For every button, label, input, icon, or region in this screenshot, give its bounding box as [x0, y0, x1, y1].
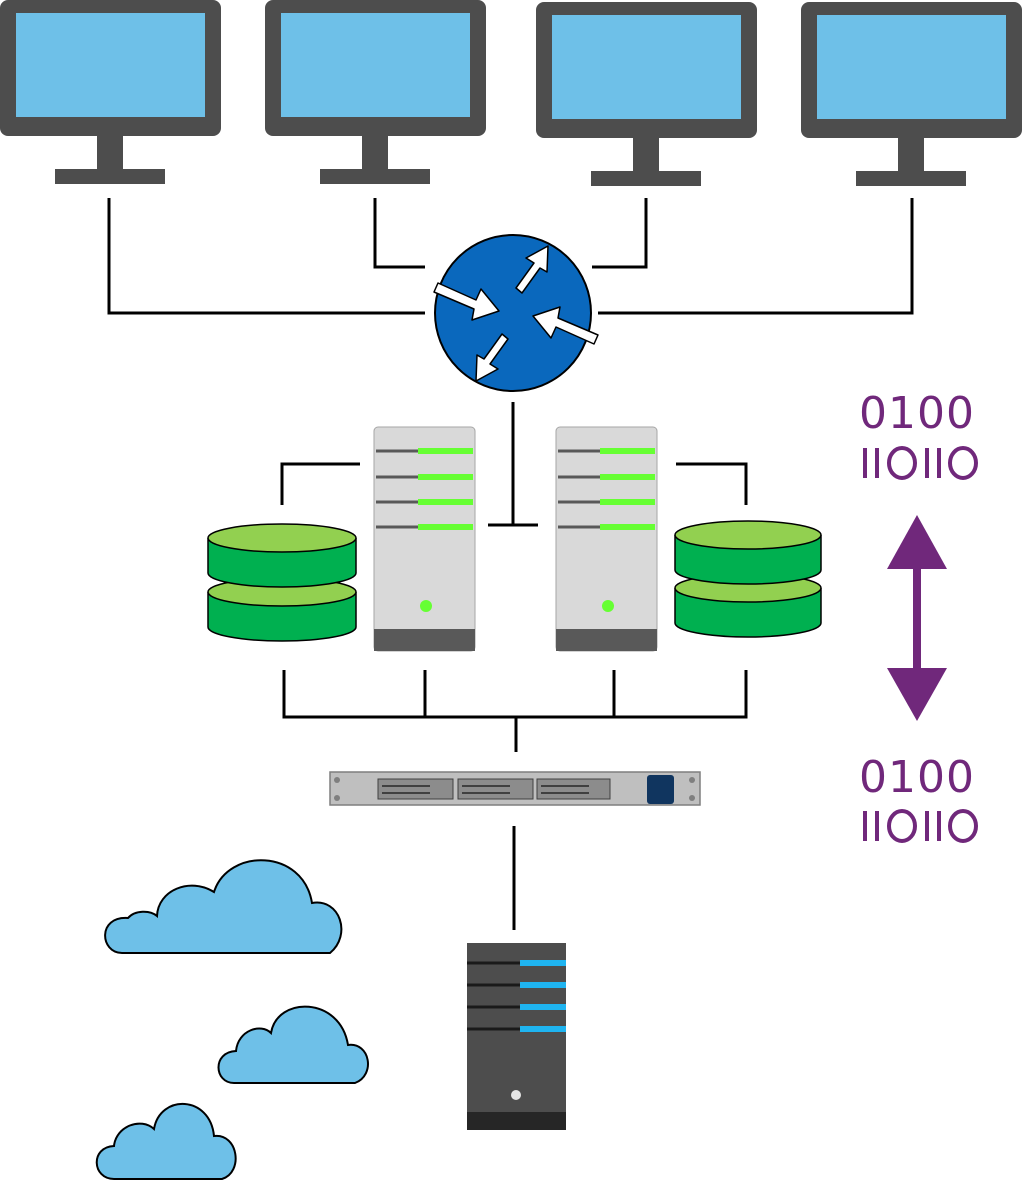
cloud-icon — [104, 859, 343, 954]
double-arrow-icon — [887, 515, 947, 721]
monitor-icon — [0, 0, 221, 184]
cloud-icon — [217, 1005, 369, 1084]
network-switch-icon — [329, 771, 701, 806]
router-arrow — [433, 282, 500, 321]
binary-label-bottom-second — [863, 809, 978, 843]
binary-text: 0100 — [859, 388, 975, 439]
monitor-icon — [536, 2, 757, 186]
tower-server-icon — [467, 943, 566, 1130]
monitor-icon — [265, 0, 486, 184]
rack-server-icon — [373, 426, 476, 652]
line-monitor4-router — [598, 198, 914, 315]
router-arrow — [515, 245, 549, 294]
rack-server-icon — [555, 426, 658, 652]
binary-label-top: 0100 — [859, 388, 975, 439]
binary-label-top-second — [863, 446, 978, 480]
line-db-left-server — [280, 462, 360, 505]
binary-label-bottom: 0100 — [859, 752, 975, 803]
line-bus — [282, 670, 748, 719]
line-db-right-server — [676, 462, 748, 505]
cloud-icon — [95, 1103, 237, 1180]
router-icon — [433, 234, 599, 392]
router-arrow — [532, 306, 599, 345]
database-icon — [674, 520, 822, 638]
database-icon — [207, 523, 357, 642]
binary-text: 0100 — [859, 752, 975, 803]
line-monitor3-router — [592, 198, 648, 269]
line-monitor2-router — [373, 198, 425, 269]
router-arrow — [475, 333, 509, 382]
monitor-icon — [801, 2, 1022, 186]
line-monitor1-router — [107, 198, 425, 315]
